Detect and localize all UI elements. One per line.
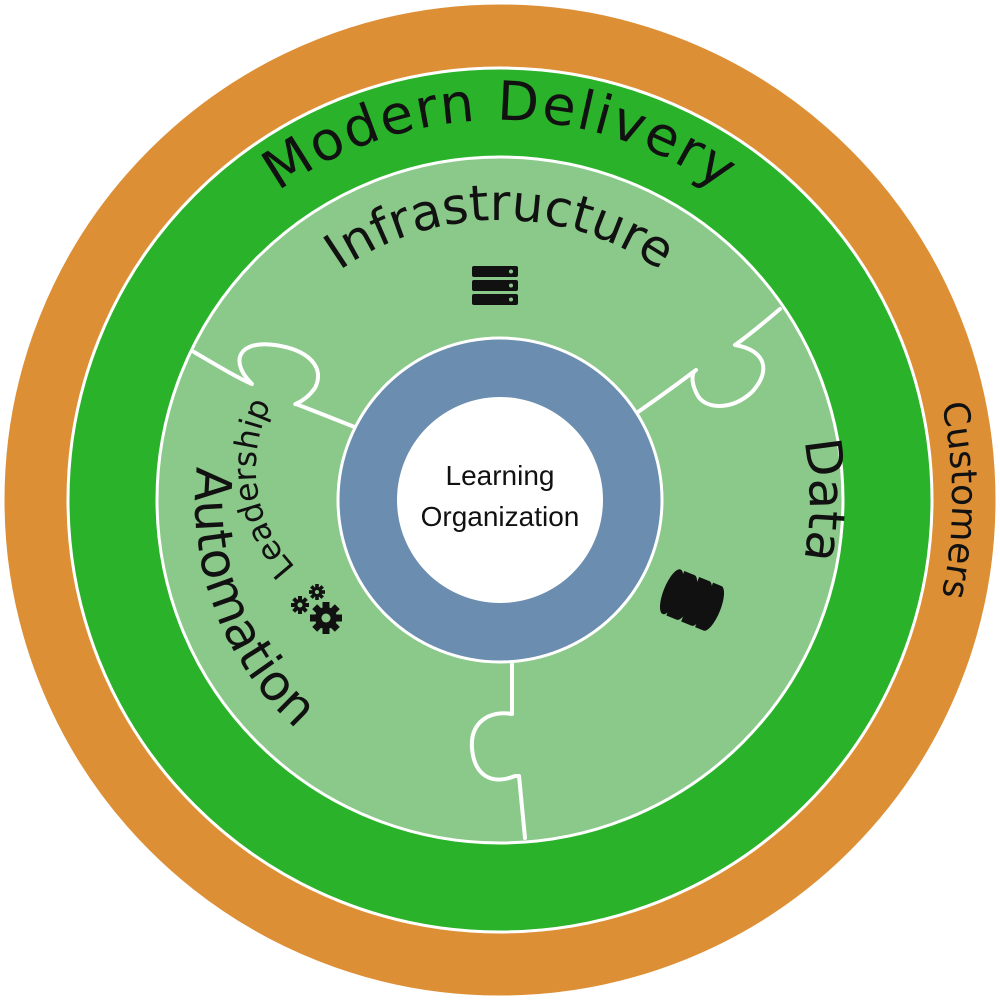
- puzzle-seam-infrastructure-automation: [192, 342, 364, 432]
- learning-organization-core: [397, 397, 603, 603]
- core-label-line1: Learning: [446, 460, 555, 491]
- puzzle-seam-data-automation: [469, 658, 527, 840]
- gears-icon: [291, 584, 342, 634]
- server-icon: [472, 266, 518, 305]
- database-icon: [659, 569, 725, 631]
- data-label: Data: [793, 435, 856, 566]
- puzzle-seam-infrastructure-data: [636, 307, 782, 414]
- core-label-line2: Organization: [421, 501, 580, 532]
